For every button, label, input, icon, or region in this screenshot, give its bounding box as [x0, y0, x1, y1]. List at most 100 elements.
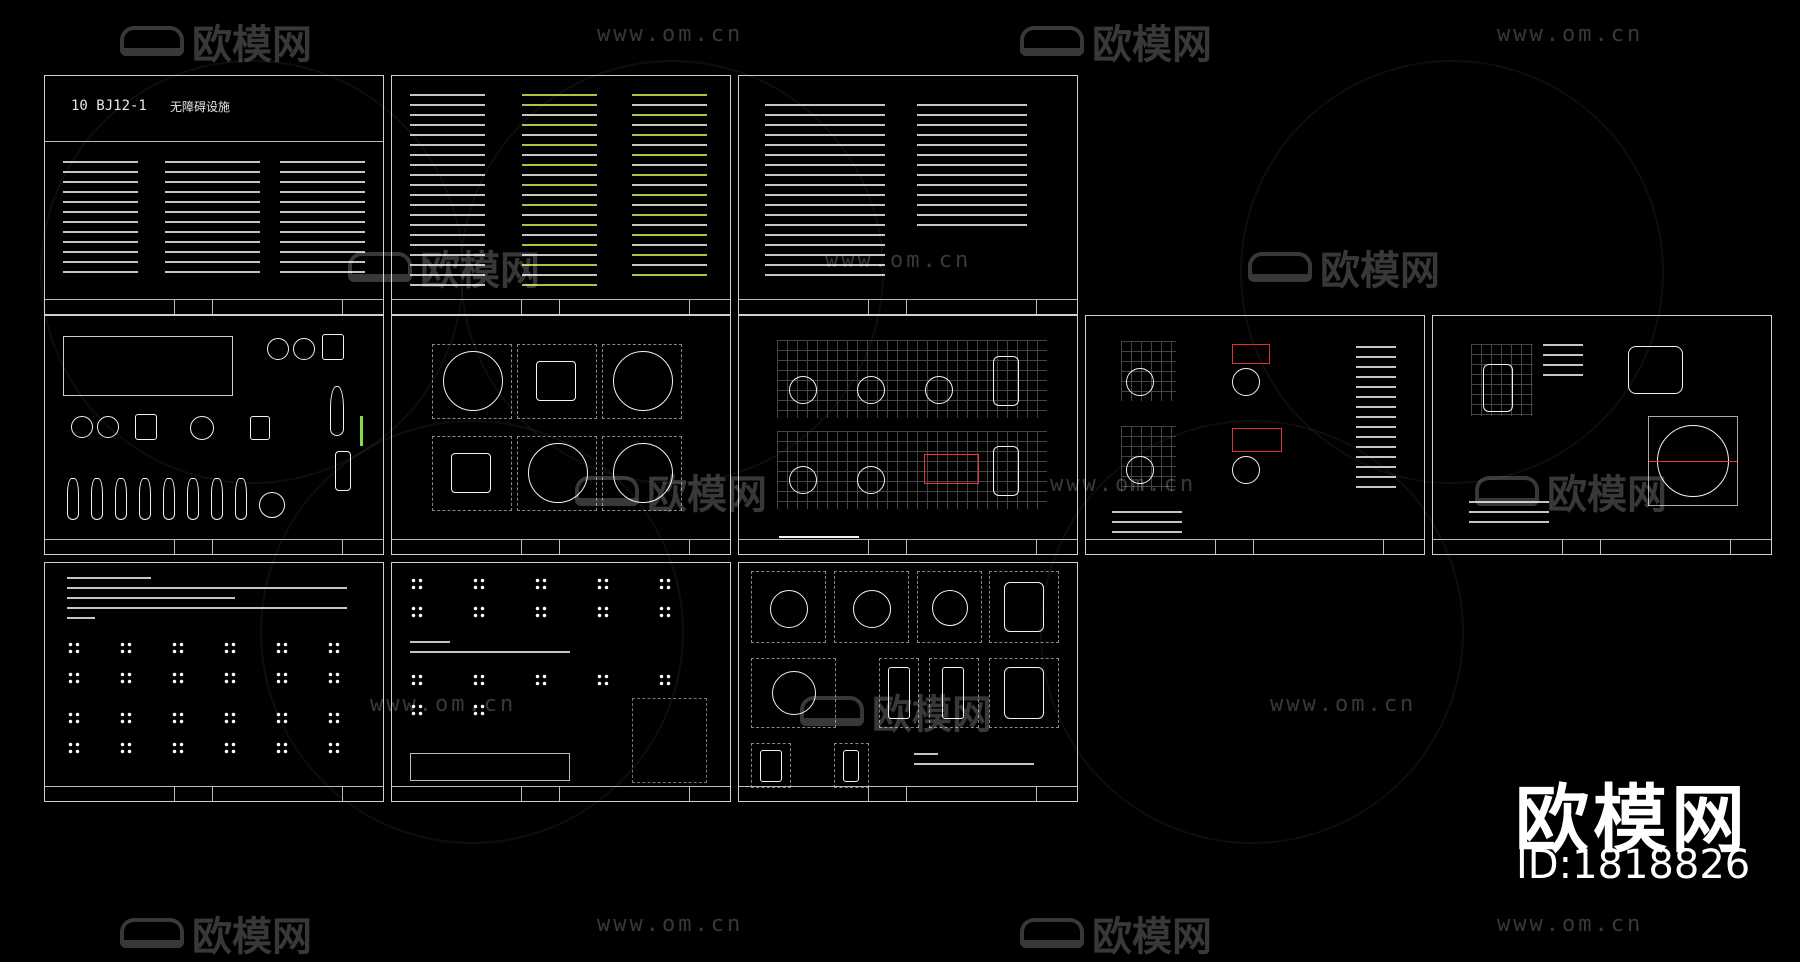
cart-icon	[760, 750, 782, 782]
watermark-circle	[1240, 60, 1664, 484]
detail-notes	[1543, 344, 1583, 384]
watermark-logo-text: 欧模网	[1092, 22, 1212, 68]
braille-sheet-a[interactable]	[44, 562, 384, 802]
cane-icon	[843, 750, 859, 782]
scooter-icon	[932, 590, 968, 626]
watermark-logo: 欧模网	[575, 462, 767, 520]
watermark-circle	[260, 420, 684, 844]
braille-cell	[275, 741, 289, 755]
title-block	[739, 539, 1077, 554]
title-block	[1086, 539, 1424, 554]
title-block	[739, 299, 1077, 314]
braille-cell	[534, 577, 548, 591]
device-frame	[879, 658, 919, 728]
human-dimensions-sheet[interactable]	[44, 315, 384, 555]
wheelchair-icon	[925, 376, 953, 404]
turning-plan	[517, 436, 597, 511]
crutch-icon	[942, 667, 964, 719]
braille-grid	[67, 641, 367, 771]
device-notes	[914, 753, 1034, 773]
braille-cell	[472, 703, 486, 717]
braille-cell	[275, 711, 289, 725]
wheelchair-icon	[789, 376, 817, 404]
turning-space-sheet[interactable]	[391, 315, 731, 555]
braille-cell	[119, 641, 133, 655]
sofa-icon	[575, 476, 639, 506]
title-block	[392, 786, 730, 801]
braille-grid	[410, 577, 710, 637]
scale-bar	[779, 536, 859, 538]
reach-detail-sheet-b[interactable]	[1432, 315, 1772, 555]
braille-intro	[67, 577, 347, 627]
bicycle-icon	[71, 416, 93, 438]
wheelchair-icon	[770, 590, 808, 628]
title-block	[1433, 539, 1771, 554]
person-icon	[330, 386, 344, 436]
braille-grid	[410, 673, 710, 733]
person-seated-icon	[993, 356, 1019, 406]
turning-plan	[517, 344, 597, 419]
watermark-logo-text: 欧模网	[872, 692, 992, 738]
device-frame	[751, 571, 826, 643]
braille-cell	[658, 673, 672, 687]
braille-cell	[223, 641, 237, 655]
walker-icon	[888, 667, 910, 719]
braille-cell	[171, 741, 185, 755]
contents-sheet[interactable]	[391, 75, 731, 315]
watermark-circle	[1040, 420, 1464, 844]
braille-cell	[596, 673, 610, 687]
cover-title: 无障碍设施	[170, 100, 231, 114]
wheelchair-icon	[1126, 456, 1154, 484]
braille-cell	[67, 741, 81, 755]
tactile-paving-plan	[632, 698, 707, 783]
braille-cell	[275, 641, 289, 655]
contents-column-1	[410, 94, 485, 294]
braille-cell	[327, 711, 341, 725]
title-block	[45, 299, 383, 314]
braille-cell	[534, 673, 548, 687]
wheelchair-icon	[190, 416, 214, 440]
watermark-logo: 欧模网	[1475, 462, 1667, 520]
turning-circle	[613, 443, 673, 503]
braille-cell	[223, 741, 237, 755]
notes-sheet[interactable]	[738, 75, 1078, 315]
power-wheelchair-icon	[853, 590, 891, 628]
dimension-table	[63, 336, 233, 396]
wheelchair-icon	[857, 466, 885, 494]
sofa-icon	[1248, 252, 1312, 282]
highlight-box	[924, 454, 979, 484]
wheelchair-icon	[1232, 456, 1260, 484]
braille-cell	[596, 605, 610, 619]
cover-sheet[interactable]: 10 BJ12-1 无障碍设施	[44, 75, 384, 315]
bicycle-icon	[97, 416, 119, 438]
index-column-1	[63, 161, 138, 281]
braille-sheet-b[interactable]	[391, 562, 731, 802]
stroller-icon	[1004, 582, 1044, 632]
highlight-box	[1232, 344, 1270, 364]
title-block	[392, 539, 730, 554]
dimension-mark	[360, 416, 363, 446]
watermark-url: www.om.cn	[370, 692, 517, 717]
wheelchair-icon	[1232, 368, 1260, 396]
walker-icon	[135, 414, 157, 440]
walker-icon	[322, 334, 344, 360]
brand-name: 欧模网	[1515, 777, 1749, 863]
wheelchair-plan	[451, 453, 491, 493]
mobility-devices-sheet[interactable]	[738, 562, 1078, 802]
reach-detail-sheet-a[interactable]	[1085, 315, 1425, 555]
braille-cell	[658, 577, 672, 591]
person-icon	[139, 478, 151, 520]
watermark-logo-text: 欧模网	[1547, 472, 1667, 518]
detail-caption	[1112, 511, 1182, 541]
walker-icon	[250, 416, 270, 440]
wheelchair-icon	[772, 671, 816, 715]
watermark-logo-text: 欧模网	[192, 22, 312, 68]
watermark-logo: 欧模网	[120, 12, 312, 70]
reach-range-sheet[interactable]	[738, 315, 1078, 555]
device-frame	[834, 743, 869, 788]
notes-column-1	[765, 104, 885, 284]
braille-cell	[327, 671, 341, 685]
watermark-logo-text: 欧模网	[647, 472, 767, 518]
sofa-icon	[1020, 26, 1084, 56]
braille-cell	[67, 641, 81, 655]
